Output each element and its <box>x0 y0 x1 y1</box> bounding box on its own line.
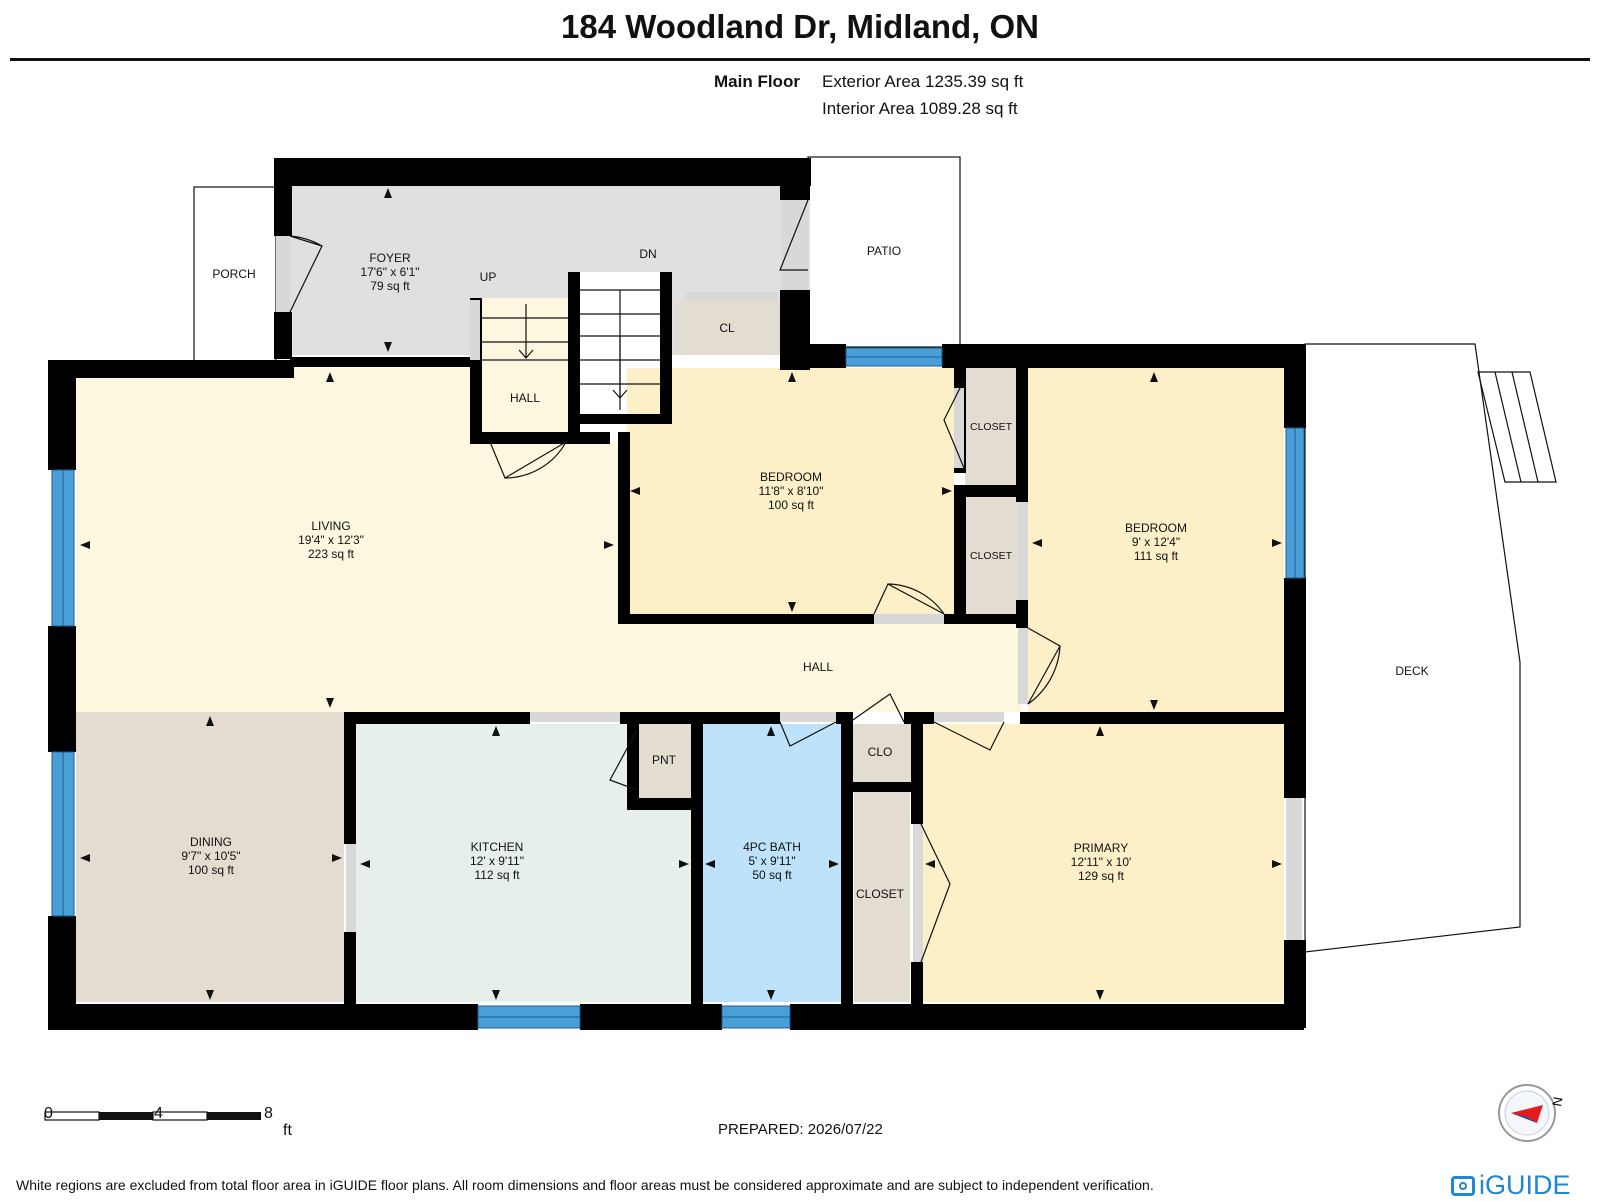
brand-text: iGUIDE <box>1479 1170 1571 1200</box>
living-floor <box>76 368 1022 712</box>
svg-text:5' x 9'11": 5' x 9'11" <box>748 854 795 868</box>
bedroom1-floor <box>627 368 954 616</box>
svg-text:12'11" x 10': 12'11" x 10' <box>1071 855 1132 869</box>
bedroom2-floor <box>1028 368 1284 714</box>
dining-floor <box>76 712 344 1002</box>
svg-text:FOYER: FOYER <box>369 251 411 265</box>
openings <box>276 200 1302 962</box>
svg-text:11'8" x 8'10": 11'8" x 8'10" <box>759 484 824 498</box>
svg-text:79 sq ft: 79 sq ft <box>370 279 410 293</box>
bedroom2-label: BEDROOM 9' x 12'4" 111 sq ft <box>1125 521 1187 563</box>
floor-name: Main Floor <box>714 72 800 91</box>
closet-mid-floor <box>965 497 1019 616</box>
dimension-arrows <box>80 188 1282 1000</box>
interior-area: Interior Area 1089.28 sq ft <box>822 99 1018 118</box>
svg-text:129 sq ft: 129 sq ft <box>1078 869 1125 883</box>
svg-text:9'7" x 10'5": 9'7" x 10'5" <box>181 849 240 863</box>
svg-text:17'6" x 6'1": 17'6" x 6'1" <box>360 265 419 279</box>
hall-small-floor <box>480 298 570 434</box>
svg-text:KITCHEN: KITCHEN <box>471 840 524 854</box>
svg-text:LIVING: LIVING <box>311 519 350 533</box>
up-label: UP <box>480 270 497 284</box>
stairs <box>482 289 660 410</box>
closet-bath-label: CLOSET <box>856 887 905 901</box>
svg-text:DINING: DINING <box>190 835 232 849</box>
closet-bath-floor <box>854 790 910 1002</box>
svg-text:PRIMARY: PRIMARY <box>1074 841 1128 855</box>
scale-tick-4: 4 <box>154 1105 163 1122</box>
disclaimer: White regions are excluded from total fl… <box>16 1177 1154 1193</box>
foyer-label: FOYER 17'6" x 6'1" 79 sq ft <box>360 251 419 293</box>
bedroom1-label: BEDROOM 11'8" x 8'10" 100 sq ft <box>759 470 824 512</box>
dn-label: DN <box>639 247 656 261</box>
svg-text:50 sq ft: 50 sq ft <box>752 868 792 882</box>
window-lines <box>62 356 1296 1018</box>
primary-label: PRIMARY 12'11" x 10' 129 sq ft <box>1071 841 1132 883</box>
bath-label: 4PC BATH 5' x 9'11" 50 sq ft <box>743 840 801 882</box>
scale-unit: ft <box>283 1122 292 1139</box>
svg-text:BEDROOM: BEDROOM <box>1125 521 1187 535</box>
svg-text:112 sq ft: 112 sq ft <box>474 868 520 882</box>
svg-text:111 sq ft: 111 sq ft <box>1134 549 1179 563</box>
closet-cl-floor <box>675 300 783 355</box>
compass-label: N <box>1549 1096 1565 1108</box>
brand-logo: iGUIDE <box>1451 1170 1571 1201</box>
prepared-date: PREPARED: 2026/07/22 <box>718 1121 883 1138</box>
svg-text:9' x 12'4": 9' x 12'4" <box>1132 535 1180 549</box>
deck-steps <box>1477 371 1557 483</box>
primary-floor <box>921 724 1284 1002</box>
closet-top-floor <box>965 368 1019 488</box>
page-title: 184 Woodland Dr, Midland, ON <box>561 8 1039 45</box>
bath-floor <box>701 724 841 1002</box>
svg-text:4PC BATH: 4PC BATH <box>743 840 801 854</box>
compass-icon: N <box>1498 1084 1566 1142</box>
scale-tick-0: 0 <box>44 1105 53 1122</box>
clo-label: CLO <box>868 745 893 759</box>
pnt-label: PNT <box>652 753 677 767</box>
closet-mid-label: CLOSET <box>970 550 1013 562</box>
living-label: LIVING 19'4" x 12'3" 223 sq ft <box>298 519 364 561</box>
deck-outline <box>1304 343 1521 953</box>
svg-text:100 sq ft: 100 sq ft <box>768 498 815 512</box>
svg-text:19'4" x 12'3": 19'4" x 12'3" <box>298 533 364 547</box>
dining-label: DINING 9'7" x 10'5" 100 sq ft <box>181 835 240 877</box>
scale-bar <box>44 1111 261 1121</box>
svg-text:223 sq ft: 223 sq ft <box>308 547 355 561</box>
exterior-area: Exterior Area 1235.39 sq ft <box>822 72 1024 91</box>
svg-text:12' x 9'11": 12' x 9'11" <box>470 854 524 868</box>
patio-label: PATIO <box>867 244 901 258</box>
closet-top-label: CLOSET <box>970 421 1013 433</box>
hall-label: HALL <box>803 660 833 674</box>
kitchen-label: KITCHEN 12' x 9'11" 112 sq ft <box>470 840 524 882</box>
deck-label: DECK <box>1395 664 1428 678</box>
door-swings <box>289 199 1061 963</box>
hall-small-label: HALL <box>510 391 540 405</box>
clo-floor <box>851 724 911 782</box>
cl-label: CL <box>719 321 735 335</box>
title-divider <box>10 58 1590 61</box>
porch-label: PORCH <box>212 267 255 281</box>
patio-outline <box>807 156 961 348</box>
pantry-floor <box>637 724 693 798</box>
brand-camera-icon <box>1451 1175 1475 1196</box>
svg-text:BEDROOM: BEDROOM <box>760 470 822 484</box>
svg-text:100 sq ft: 100 sq ft <box>188 863 235 877</box>
scale-tick-8: 8 <box>264 1105 273 1122</box>
